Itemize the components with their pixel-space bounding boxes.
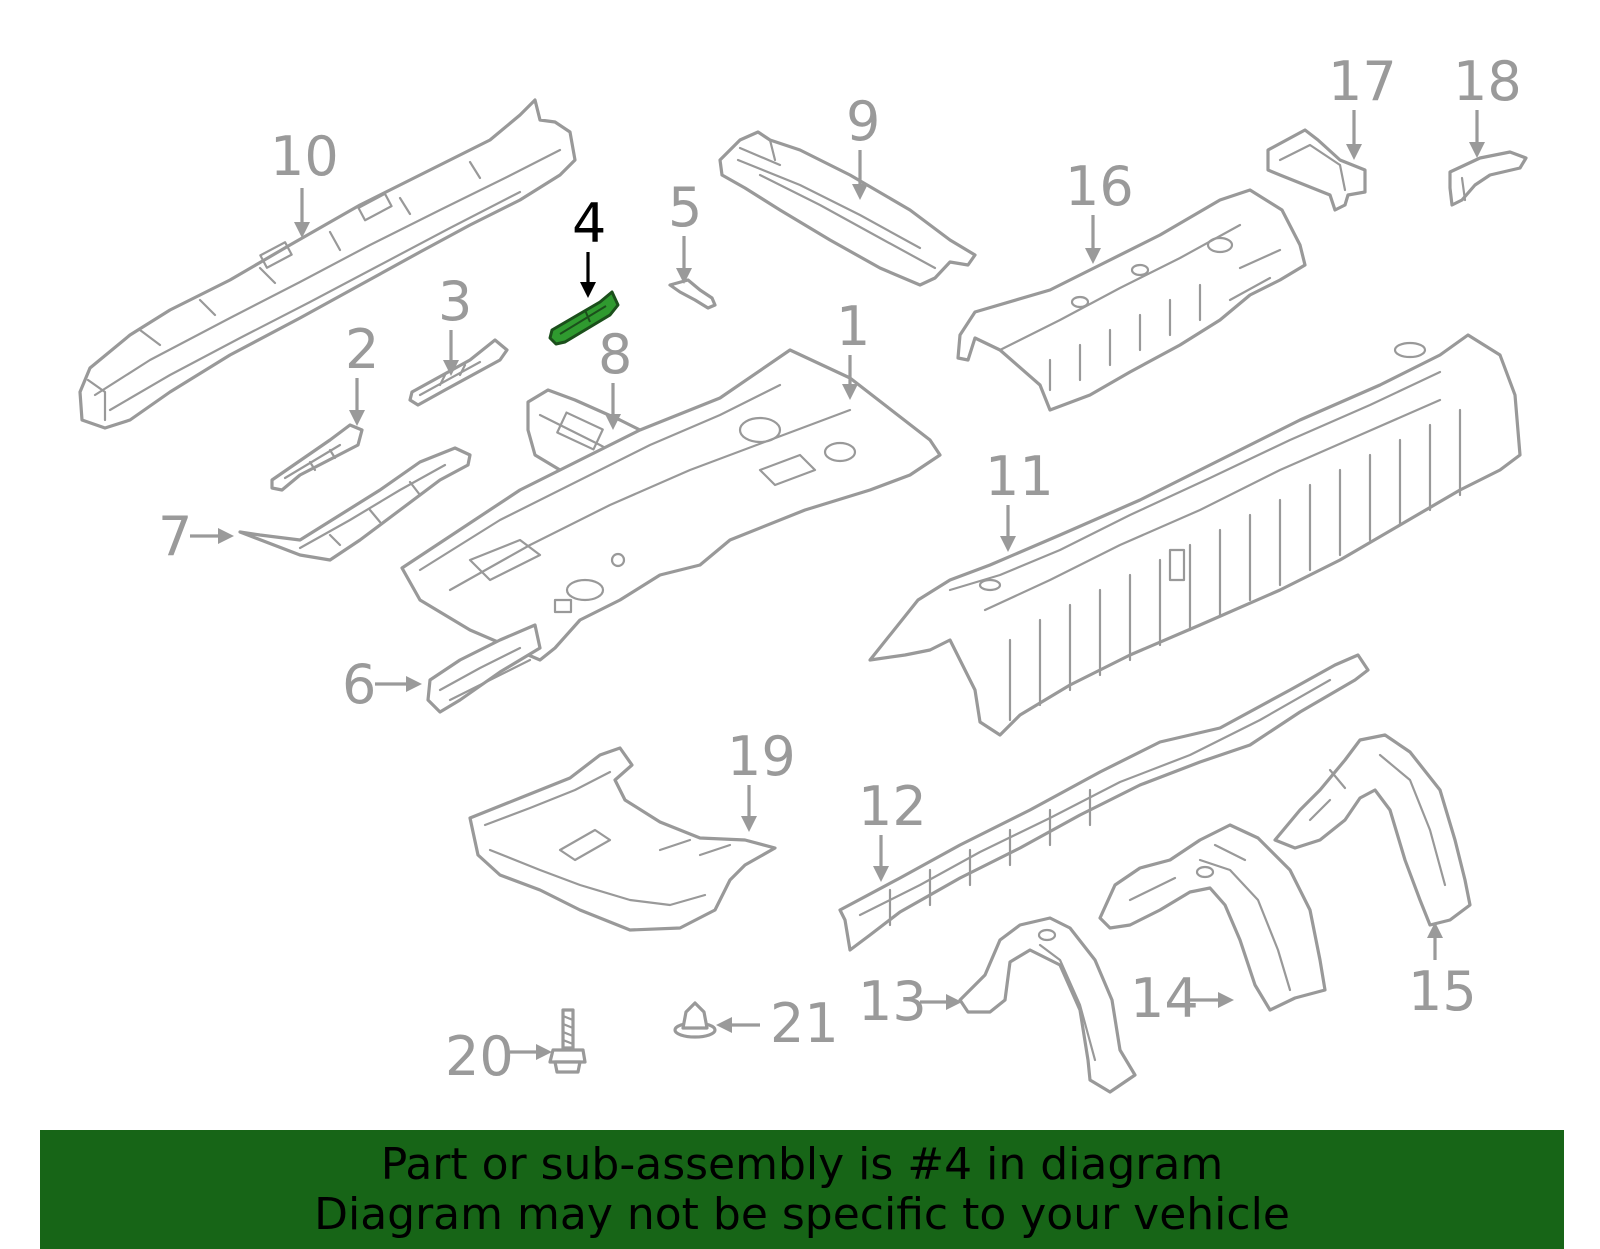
label-16: 16 [1065, 155, 1134, 218]
part-4-reinforcement-highlighted[interactable] [548, 290, 620, 346]
label-4: 4 [572, 192, 606, 255]
label-18: 18 [1453, 50, 1522, 113]
part-10-side-rail[interactable] [78, 98, 577, 430]
callout-1: 1 [836, 295, 870, 400]
label-19: 19 [727, 725, 796, 788]
callout-21: 21 [716, 992, 839, 1055]
part-20-bolt[interactable] [548, 1008, 587, 1074]
callout-15: 15 [1408, 922, 1477, 1023]
callout-8: 8 [598, 323, 632, 430]
part-5-clip[interactable] [668, 278, 717, 310]
part-6-floor-rail[interactable] [426, 623, 542, 714]
banner-line-disclaimer: Diagram may not be specific to your vehi… [314, 1189, 1290, 1240]
callout-12: 12 [858, 775, 927, 882]
callout-3: 3 [438, 270, 472, 376]
label-17: 17 [1328, 50, 1397, 113]
label-21: 21 [770, 992, 839, 1055]
label-14: 14 [1130, 967, 1199, 1030]
label-15: 15 [1408, 960, 1477, 1023]
callout-5: 5 [668, 176, 702, 284]
part-17-bracket[interactable] [1266, 128, 1367, 212]
callout-7: 7 [158, 505, 234, 568]
part-1-floor-pan[interactable] [400, 348, 942, 662]
callout-19: 19 [727, 725, 796, 832]
label-7: 7 [158, 505, 192, 568]
label-12: 12 [858, 775, 927, 838]
label-8: 8 [598, 323, 632, 386]
part-14-wheelhouse-outer[interactable] [1098, 823, 1327, 1012]
part-21-push-clip[interactable] [673, 1001, 717, 1039]
label-9: 9 [846, 90, 880, 153]
callout-13: 13 [858, 970, 962, 1033]
callout-14: 14 [1130, 967, 1234, 1030]
part-13-wheelhouse-inner[interactable] [958, 916, 1137, 1094]
part-12-rear-side-rail[interactable] [838, 653, 1370, 952]
callout-2: 2 [345, 318, 379, 426]
callout-10: 10 [270, 125, 339, 238]
banner-line-part-number: Part or sub-assembly is #4 in diagram [380, 1139, 1224, 1190]
callout-17: 17 [1328, 50, 1397, 160]
label-3: 3 [438, 270, 472, 333]
label-13: 13 [858, 970, 927, 1033]
part-19-spare-tire-well[interactable] [468, 746, 777, 932]
part-7-sill-bracket[interactable] [238, 446, 472, 562]
part-3-bracket[interactable] [408, 338, 509, 407]
callout-16: 16 [1065, 155, 1134, 264]
part-11-rear-floor-pan[interactable] [868, 333, 1522, 737]
callout-11: 11 [985, 445, 1054, 552]
label-2: 2 [345, 318, 379, 381]
label-10: 10 [270, 125, 339, 188]
callout-18: 18 [1453, 50, 1522, 158]
label-11: 11 [985, 445, 1054, 508]
callout-6: 6 [342, 653, 422, 716]
callout-20: 20 [445, 1025, 552, 1088]
label-1: 1 [836, 295, 870, 358]
callout-4-highlighted: 4 [572, 192, 606, 298]
part-2-bracket[interactable] [270, 423, 364, 492]
label-20: 20 [445, 1025, 514, 1088]
info-banner: Part or sub-assembly is #4 in diagram Di… [40, 1130, 1564, 1249]
label-6: 6 [342, 653, 376, 716]
part-15-wheelhouse-extension[interactable] [1273, 733, 1472, 927]
part-9-crossmember[interactable] [718, 130, 977, 287]
label-5: 5 [668, 176, 702, 239]
part-16-rear-floor-section[interactable] [956, 188, 1307, 412]
callout-9: 9 [846, 90, 880, 200]
part-18-bracket[interactable] [1448, 150, 1528, 207]
